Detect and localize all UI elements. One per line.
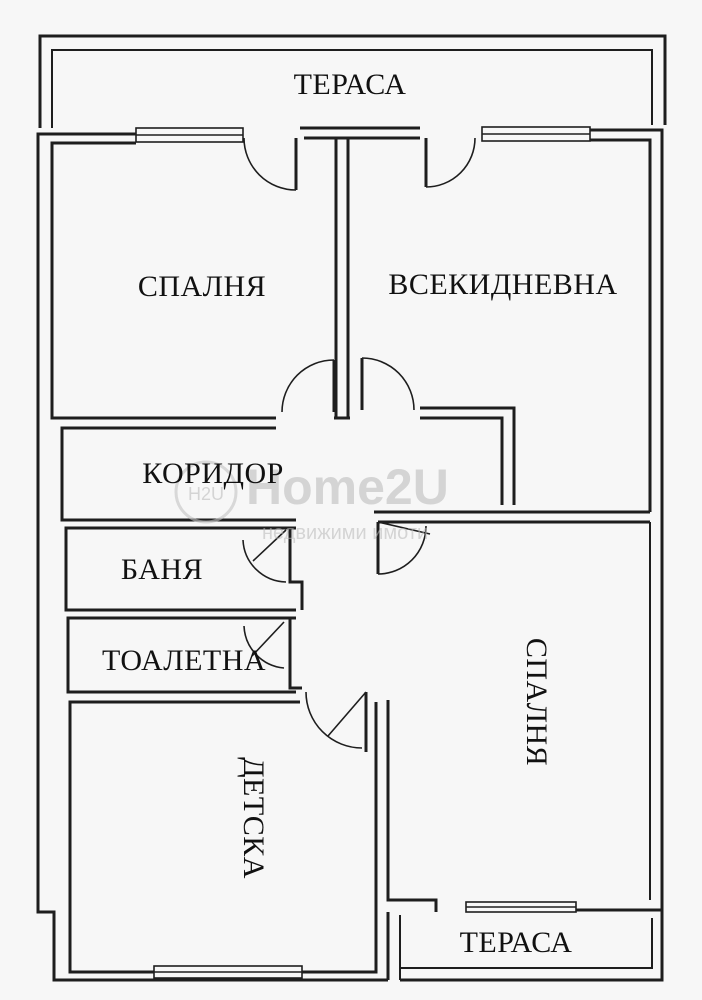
bottom-terrace-outline xyxy=(400,910,664,982)
watermark-brand: Home2U xyxy=(246,459,449,515)
label-terrace-bottom: ТЕРАСА xyxy=(460,926,573,959)
label-kids-room: ДЕТСКА xyxy=(237,757,270,879)
label-toilet: ТОАЛЕТНА xyxy=(102,644,266,677)
watermark: H2U Home2U недвижими имоти xyxy=(174,459,449,544)
label-terrace-top: ТЕРАСА xyxy=(294,68,407,101)
terrace-doors xyxy=(243,137,476,191)
exterior-walls xyxy=(36,126,664,982)
label-bathroom: БАНЯ xyxy=(121,553,203,586)
top-terrace-outline xyxy=(38,34,667,128)
kids-room-walls xyxy=(68,691,378,974)
label-corridor: КОРИДОР xyxy=(142,457,284,490)
corridor-walls xyxy=(60,406,651,900)
partition-bedroom-living xyxy=(334,138,350,420)
watermark-badge-icon xyxy=(174,460,238,524)
label-bedroom-top: СПАЛНЯ xyxy=(138,270,266,303)
wet-rooms xyxy=(64,526,304,694)
label-bedroom-right: СПАЛНЯ xyxy=(520,638,553,766)
label-living-room: ВСЕКИДНЕВНА xyxy=(388,268,617,301)
top-windows xyxy=(135,126,591,143)
watermark-tagline: недвижими имоти xyxy=(262,522,428,544)
bottom-windows xyxy=(153,901,577,979)
corridor-doors xyxy=(281,357,415,413)
right-bedroom-walls xyxy=(376,521,438,980)
watermark-badge: H2U xyxy=(188,484,224,504)
